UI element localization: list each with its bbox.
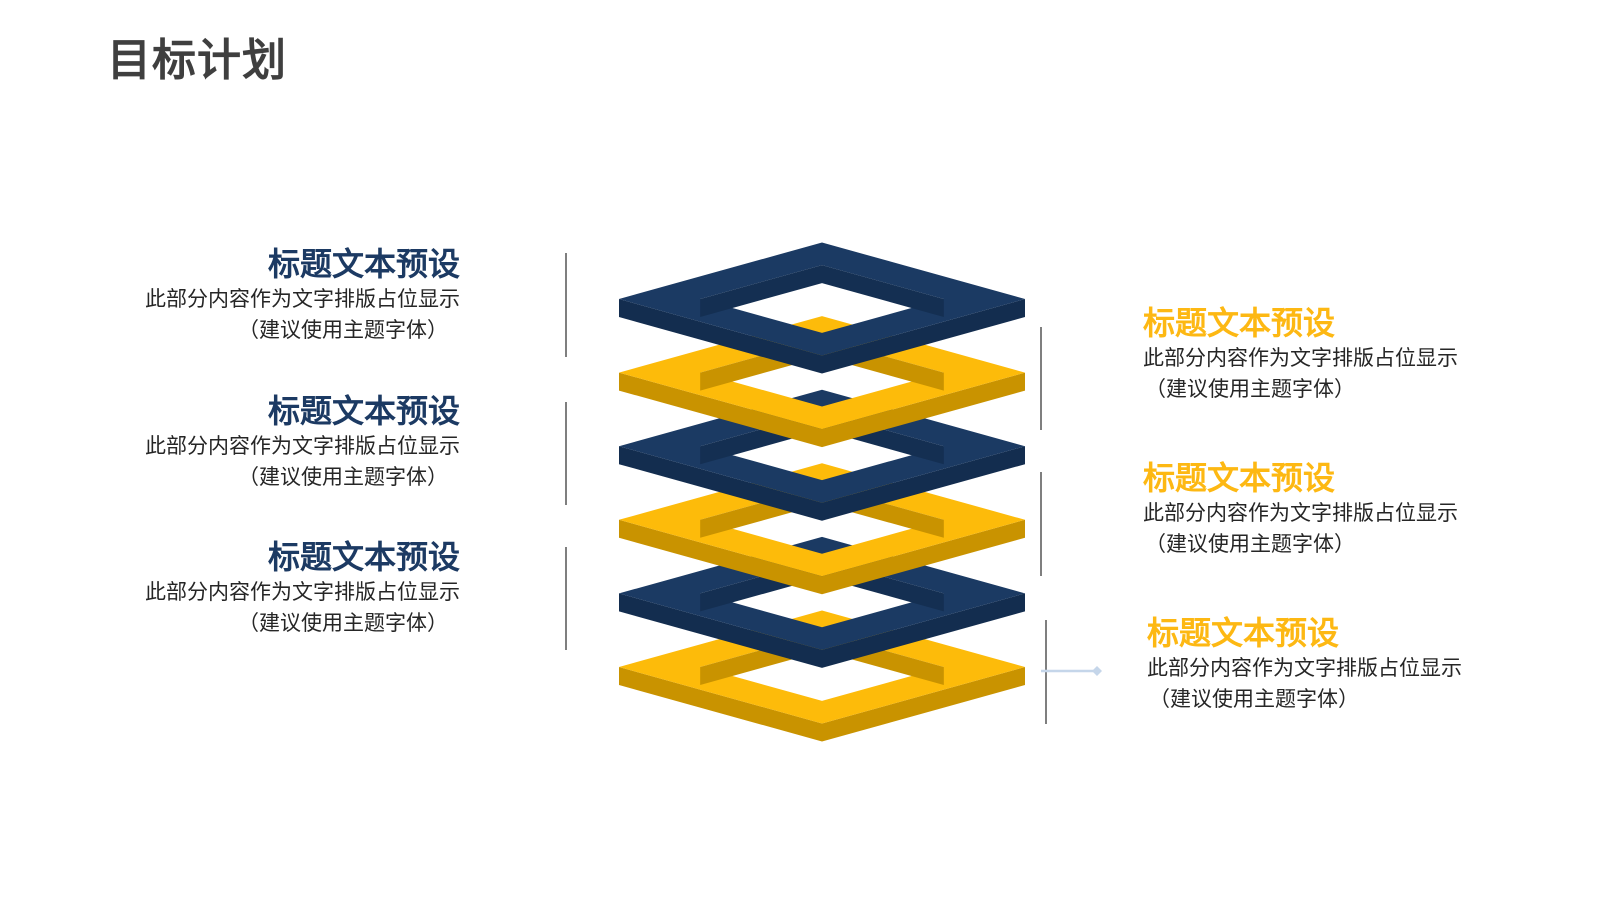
right-item-body-line2: （建议使用主题字体） [1145, 532, 1355, 556]
right-item-1: 标题文本预设 此部分内容作为文字排版占位显示 （建议使用主题字体） [1143, 303, 1503, 405]
layer-side-right [822, 372, 1025, 448]
stack-layer-1 [619, 242, 1025, 374]
right-item-title: 标题文本预设 [1143, 459, 1336, 497]
left-item-2: 标题文本预设 此部分内容作为文字排版占位显示 （建议使用主题字体） [100, 391, 460, 493]
right-item-3: 标题文本预设 此部分内容作为文字排版占位显示 （建议使用主题字体） [1147, 613, 1507, 715]
layer-side-right [822, 593, 1025, 668]
layer-top-face [619, 242, 1025, 356]
left-item-body: 此部分内容作为文字排版占位显示 （建议使用主题字体） [100, 284, 460, 346]
right-item-body-line1: 此部分内容作为文字排版占位显示 [1147, 656, 1462, 680]
layer-side-right [822, 667, 1025, 742]
layer-side-left [619, 372, 822, 448]
layer-side-right [822, 299, 1025, 374]
connector-diamond-icon [1092, 666, 1102, 676]
left-item-3: 标题文本预设 此部分内容作为文字排版占位显示 （建议使用主题字体） [100, 537, 460, 639]
left-item-title: 标题文本预设 [267, 392, 460, 430]
right-item-body: 此部分内容作为文字排版占位显示 （建议使用主题字体） [1143, 498, 1503, 560]
left-item-title: 标题文本预设 [267, 245, 460, 283]
left-item-body-line1: 此部分内容作为文字排版占位显示 [145, 434, 460, 458]
right-item-2: 标题文本预设 此部分内容作为文字排版占位显示 （建议使用主题字体） [1143, 458, 1503, 560]
left-item-body-line1: 此部分内容作为文字排版占位显示 [145, 287, 460, 311]
right-item-body-line2: （建议使用主题字体） [1149, 687, 1359, 711]
right-item-body-line1: 此部分内容作为文字排版占位显示 [1143, 501, 1458, 525]
right-divider-2 [1040, 472, 1042, 576]
page-title: 目标计划 [107, 35, 287, 86]
layer-side-left [619, 593, 822, 668]
layer-side-right [822, 519, 1025, 595]
right-item-body: 此部分内容作为文字排版占位显示 （建议使用主题字体） [1147, 653, 1507, 715]
layer-side-left [619, 299, 822, 374]
left-item-body-line2: （建议使用主题字体） [238, 465, 448, 489]
left-divider-2 [565, 402, 567, 505]
right-item-title: 标题文本预设 [1143, 304, 1336, 342]
layer-inner-wall-right [822, 265, 944, 317]
layer-side-right [822, 446, 1025, 521]
right-item-body-line2: （建议使用主题字体） [1145, 377, 1355, 401]
right-item-body-line1: 此部分内容作为文字排版占位显示 [1143, 346, 1458, 370]
left-divider-3 [565, 547, 567, 650]
left-item-title: 标题文本预设 [267, 538, 460, 576]
left-item-body: 此部分内容作为文字排版占位显示 （建议使用主题字体） [100, 577, 460, 639]
left-item-body: 此部分内容作为文字排版占位显示 （建议使用主题字体） [100, 431, 460, 493]
connector-line [1041, 666, 1102, 676]
left-item-body-line2: （建议使用主题字体） [238, 318, 448, 342]
layer-side-left [619, 519, 822, 595]
left-divider-1 [565, 253, 567, 357]
right-divider-1 [1040, 327, 1042, 430]
right-item-body: 此部分内容作为文字排版占位显示 （建议使用主题字体） [1143, 343, 1503, 405]
left-item-body-line2: （建议使用主题字体） [238, 611, 448, 635]
layer-side-left [619, 667, 822, 742]
layer-inner-wall-left [700, 265, 822, 317]
right-item-title: 标题文本预设 [1147, 614, 1340, 652]
left-item-1: 标题文本预设 此部分内容作为文字排版占位显示 （建议使用主题字体） [100, 244, 460, 346]
layer-side-left [619, 446, 822, 521]
left-item-body-line1: 此部分内容作为文字排版占位显示 [145, 580, 460, 604]
